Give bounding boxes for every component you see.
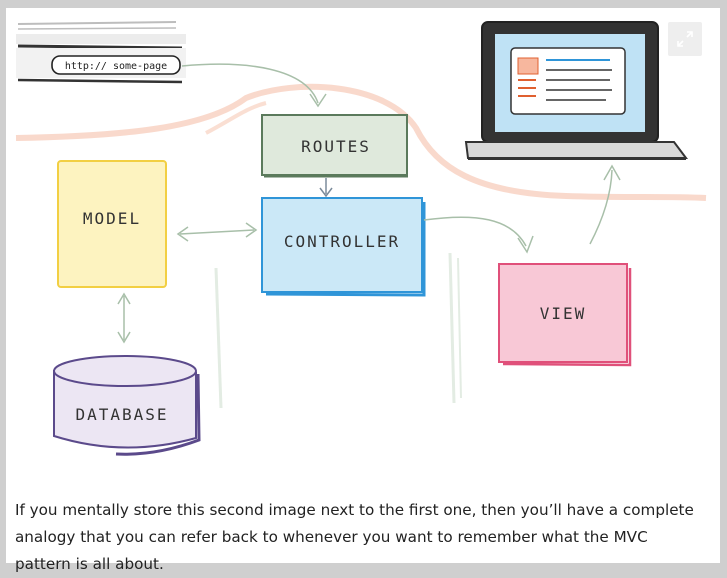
controller-box (261, 197, 423, 293)
database-label: DATABASE (75, 405, 168, 424)
arrowhead-controller-to-view (517, 235, 534, 254)
arrowhead-controller-side (245, 222, 258, 238)
mvc-diagram-canvas: http:// some-page ROUTES CONTROLLER MODE… (15, 21, 707, 456)
expand-button[interactable] (668, 22, 702, 56)
flow-highlight-2 (205, 101, 267, 135)
database-cylinder-top (53, 355, 197, 387)
faint-stroke-3 (457, 257, 462, 399)
controller-box-shadow (265, 202, 426, 297)
arrow-url-to-routes (181, 63, 319, 104)
arrowhead-view-to-laptop (603, 164, 621, 181)
mvc-diagram: http:// some-page ROUTES CONTROLLER MODE… (6, 8, 720, 478)
arrowhead-routes-to-controller (319, 187, 333, 198)
browser-line-3 (17, 44, 183, 50)
browser-line-1 (17, 21, 177, 25)
laptop-window (510, 47, 626, 115)
arrowhead-model-side (176, 226, 189, 242)
model-box (57, 160, 167, 288)
browser-line-4 (17, 78, 183, 84)
browser-line-2 (17, 27, 177, 30)
routes-box (261, 114, 408, 176)
arrow-model-controller (179, 229, 255, 235)
url-pill (51, 55, 181, 75)
browser-bar-band (16, 34, 186, 44)
arrow-controller-to-view (423, 216, 527, 247)
figure-frame: http:// some-page ROUTES CONTROLLER MODE… (6, 8, 720, 573)
arrowhead-database-down (117, 331, 131, 344)
database-cylinder-body (53, 370, 197, 449)
url-text: http:// some-page (65, 61, 167, 72)
arrowhead-model-up (117, 292, 131, 305)
routes-label: ROUTES (301, 137, 371, 156)
view-box-shadow (502, 268, 632, 367)
laptop-illustration (464, 21, 688, 160)
arrowhead-url-to-routes (309, 93, 327, 108)
view-label: VIEW (540, 304, 587, 323)
database-cylinder-shadow (115, 373, 201, 456)
expand-icon (677, 31, 693, 47)
faint-stroke-2 (448, 252, 456, 404)
model-label: MODEL (83, 209, 141, 228)
controller-label: CONTROLLER (284, 232, 400, 251)
arrow-view-to-laptop (589, 169, 613, 245)
laptop-base (464, 141, 688, 159)
view-box (498, 263, 628, 363)
figure-caption: If you mentally store this second image … (15, 501, 694, 574)
laptop-window-image (517, 57, 539, 75)
faint-stroke-1 (214, 267, 223, 409)
